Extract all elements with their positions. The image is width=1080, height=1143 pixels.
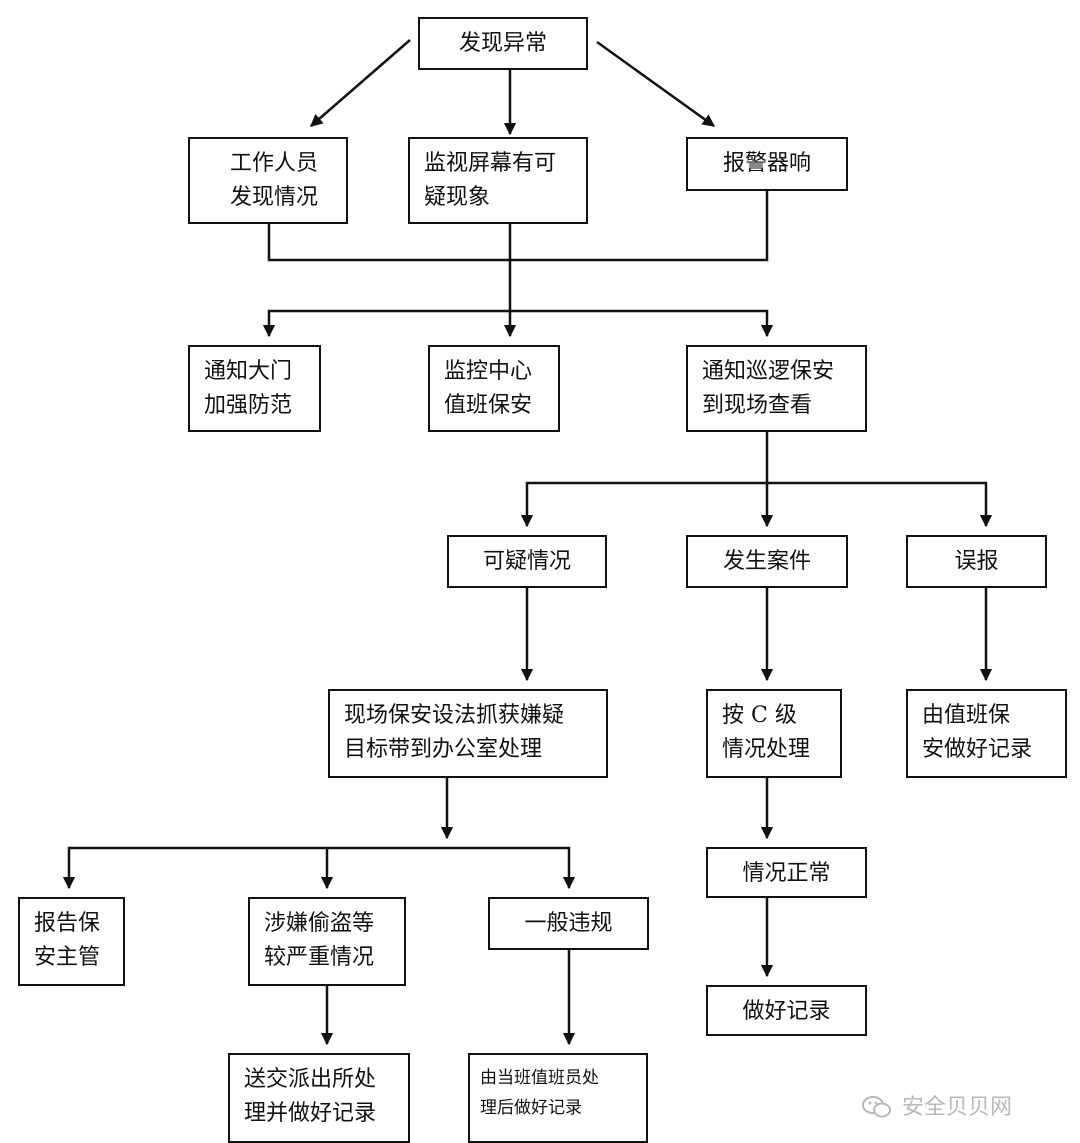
node-violation: 一般违规 — [488, 897, 649, 950]
node-patrol: 通知巡逻保安 到现场查看 — [686, 345, 867, 432]
node-record: 做好记录 — [706, 985, 867, 1036]
node-police: 送交派出所处 理并做好记录 — [228, 1053, 410, 1143]
node-monitor: 监视屏幕有可 疑现象 — [408, 137, 588, 224]
wechat-icon — [862, 1096, 891, 1118]
node-normal: 情况正常 — [706, 847, 867, 898]
node-gate: 通知大门 加强防范 — [188, 345, 321, 432]
branch-capture-line — [62, 846, 576, 890]
node-false-alarm: 误报 — [906, 535, 1047, 588]
node-record-duty: 由值班保 安做好记录 — [906, 689, 1067, 778]
node-staff: 工作人员 发现情况 — [188, 137, 348, 224]
node-alarm: 报警器响 — [686, 137, 848, 191]
branch-outcome-line — [520, 481, 993, 528]
node-theft: 涉嫌偷盗等 较严重情况 — [248, 897, 406, 986]
branch-top-line — [262, 309, 774, 338]
arrow-discover-to-alarm — [596, 40, 716, 128]
arrow-discover-to-staff — [310, 39, 411, 127]
node-suspicious: 可疑情况 — [447, 535, 607, 588]
node-center: 监控中心 值班保安 — [428, 345, 560, 432]
merge-line — [267, 191, 769, 262]
node-capture: 现场保安设法抓获嫌疑 目标带到办公室处理 — [328, 689, 608, 778]
node-duty-staff: 由当班值班员处 理后做好记录 — [468, 1053, 648, 1143]
node-case: 发生案件 — [686, 535, 848, 588]
watermark: 安全贝贝网 — [862, 1093, 1072, 1123]
watermark-text: 安全贝贝网 — [902, 1095, 1013, 1120]
node-discover: 发现异常 — [418, 17, 588, 70]
node-level-c: 按 C 级 情况处理 — [706, 689, 842, 778]
node-report: 报告保 安主管 — [18, 897, 125, 986]
